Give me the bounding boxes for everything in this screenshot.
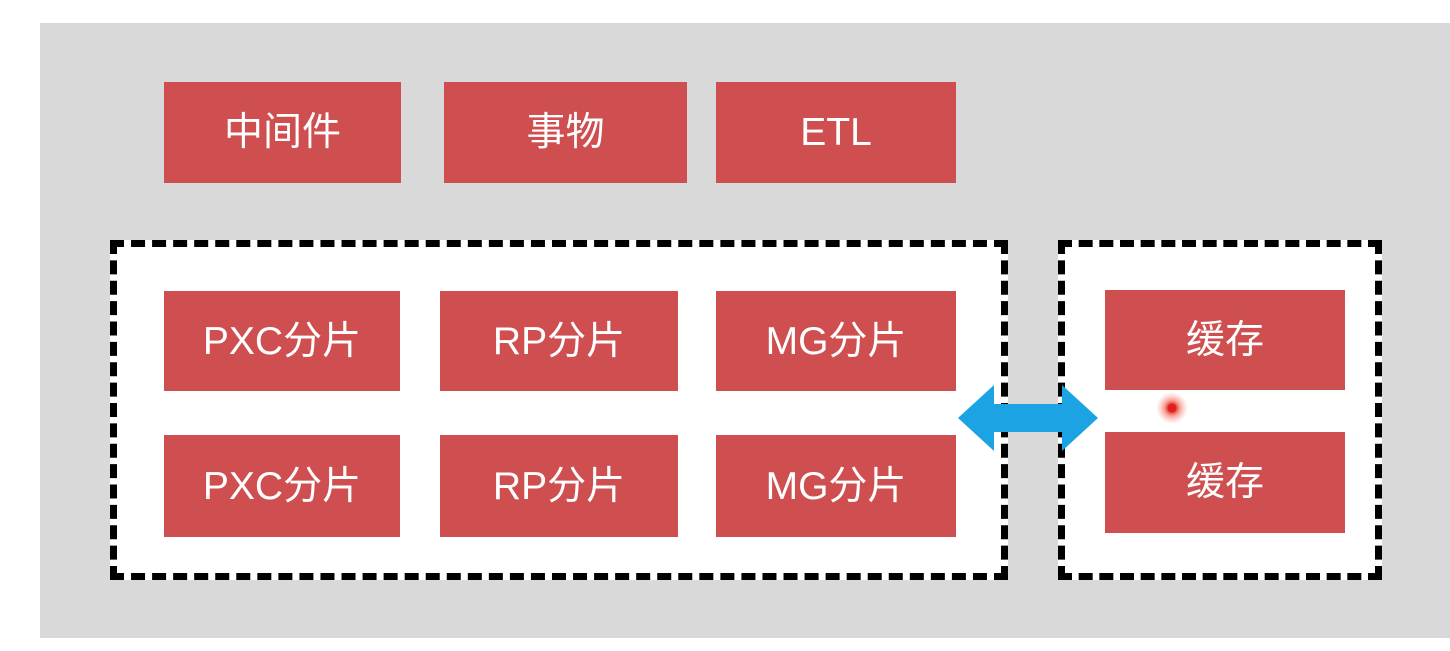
node-transaction[interactable]: 事物 — [444, 82, 687, 183]
node-pxc-shard-2[interactable]: PXC分片 — [164, 435, 400, 537]
node-cache-2[interactable]: 缓存 — [1105, 432, 1345, 533]
node-middleware[interactable]: 中间件 — [164, 82, 401, 183]
node-etl[interactable]: ETL — [716, 82, 956, 183]
node-pxc-shard-1[interactable]: PXC分片 — [164, 291, 400, 391]
node-rp-shard-2[interactable]: RP分片 — [440, 435, 678, 537]
node-mg-shard-2[interactable]: MG分片 — [716, 435, 956, 537]
bidirectional-arrow-icon — [958, 383, 1098, 453]
node-rp-shard-1[interactable]: RP分片 — [440, 291, 678, 391]
cursor-dot — [1156, 392, 1188, 424]
node-cache-1[interactable]: 缓存 — [1105, 290, 1345, 390]
node-mg-shard-1[interactable]: MG分片 — [716, 291, 956, 391]
